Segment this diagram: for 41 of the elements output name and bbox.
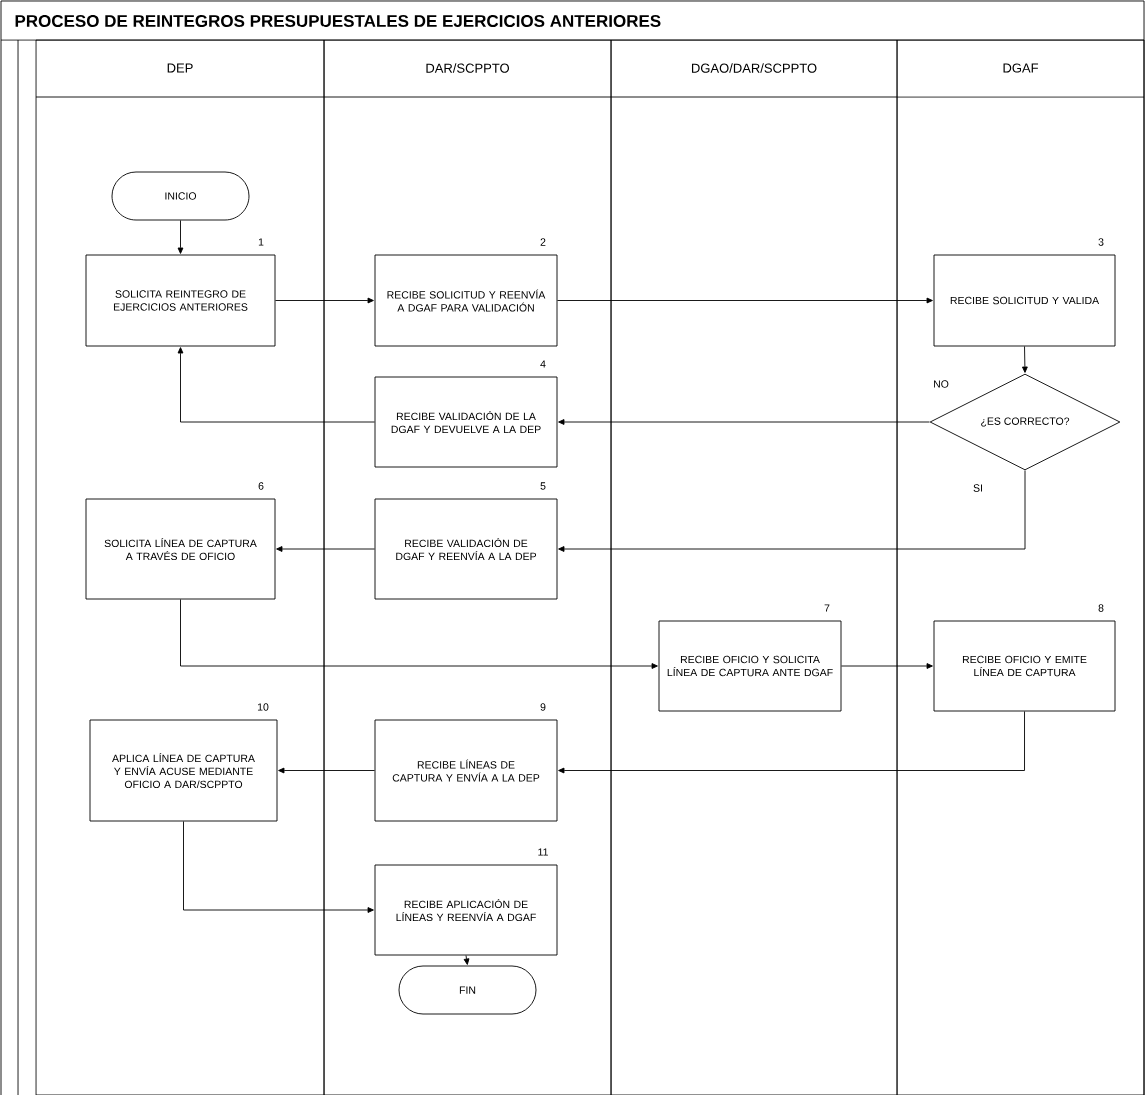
step-number: 10 [257, 703, 269, 711]
arrow [177, 220, 184, 254]
step-number: 7 [824, 604, 830, 612]
arrow [558, 470, 1026, 552]
step-number: 9 [540, 703, 546, 711]
process-box: SOLICITA REINTEGRO DE EJERCICIOS ANTERIORES [85, 254, 276, 347]
process-box: RECIBE SOLICITUD Y REENVÍA A DGAF PARA VALIDACIÓN [374, 254, 558, 347]
process-box: RECIBE OFICIO Y SOLICITA LÍNEA DE CAPTURA ANTE DGAF [658, 620, 842, 712]
arrow [183, 821, 374, 913]
arrow [558, 419, 930, 425]
title: PROCESO DE REINTEGROS PRESUPUESTALES DE EJERCICIOS ANTERIORES [15, 15, 661, 28]
arrow [1022, 346, 1028, 373]
arrow [177, 347, 375, 423]
process-box: RECIBE LÍNEAS DE CAPTURA Y ENVÍA A LA DEP [374, 719, 558, 822]
arrow [276, 546, 375, 552]
edge-label: NO [932, 379, 950, 389]
step-number: 8 [1098, 604, 1104, 612]
process-box: RECIBE APLICACIÓN DE LÍNEAS Y REENVÍA A DGAF [374, 864, 558, 956]
process-box: RECIBE VALIDACIÓN DE LA DGAF Y DEVUELVE A LA DEP [374, 376, 558, 468]
step-number: 4 [540, 360, 546, 368]
step-number: 5 [540, 482, 546, 490]
arrow [841, 663, 933, 669]
terminator: FIN [398, 965, 537, 1015]
process-box: RECIBE OFICIO Y EMITE LÍNEA DE CAPTURA [933, 620, 1116, 712]
step-number: 11 [538, 848, 548, 856]
arrow [180, 599, 658, 669]
step-number: 6 [258, 482, 264, 490]
arrow [557, 297, 933, 304]
process-box: RECIBE VALIDACIÓN DE DGAF Y REENVÍA A LA DEP [374, 498, 558, 600]
step-number: 3 [1098, 238, 1104, 246]
arrow [278, 767, 375, 774]
terminator: INICIO [111, 171, 250, 221]
process-box: RECIBE SOLICITUD Y VALIDA [933, 254, 1116, 347]
process-box: APLICA LÍNEA DE CAPTURA Y ENVÍA ACUSE MEDIANTE OFICIO A DAR/SCPPTO [89, 719, 278, 822]
arrow [558, 711, 1025, 774]
arrow [275, 297, 374, 304]
edge-label: SI [972, 483, 984, 493]
arrow [463, 955, 470, 965]
step-number: 1 [258, 238, 264, 246]
process-box: SOLICITA LÍNEA DE CAPTURA A TRAVÉS DE OFICIO [85, 498, 276, 600]
step-number: 2 [540, 238, 546, 246]
